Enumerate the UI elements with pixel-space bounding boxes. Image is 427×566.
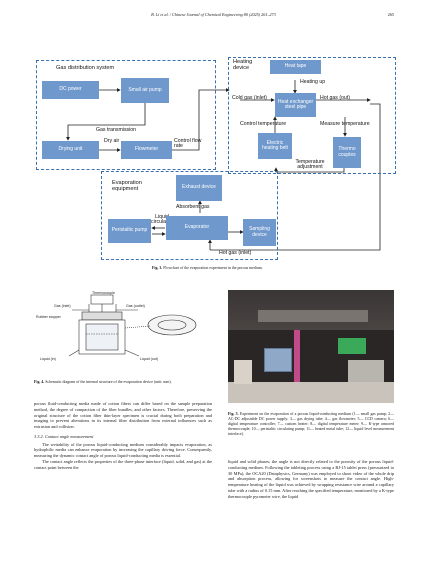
left-column: porous fluid-conducting media made of co… <box>34 401 212 470</box>
measure-temperature-label: Measure temperature <box>320 121 370 127</box>
heating-up-label: Heating up <box>300 79 326 85</box>
figure-5-photo <box>228 290 394 403</box>
gas-transmission-label: Gas transmission <box>96 127 137 133</box>
figure-4-caption: Fig. 4. Schematic diagram of the interna… <box>34 380 212 385</box>
liquid-circulation-label: Liquid circulation <box>151 214 175 226</box>
cold-gas-inlet-label: Cold gas (inlet) <box>232 95 267 101</box>
drying-unit-node: Drying unit <box>42 141 99 159</box>
flowmeter-node: Flowmeter <box>121 141 172 159</box>
left-paragraph-1: porous fluid-conducting media made of co… <box>34 401 212 430</box>
evaporation-equipment-box <box>101 171 278 260</box>
liquid-in-label: Liquid (in) <box>40 357 56 361</box>
left-paragraph-2: The wettability of the porous liquid-con… <box>34 441 212 459</box>
heating-device-title: Heating device <box>233 59 253 71</box>
rubber-stopper-label: Rubber stopper <box>36 315 62 319</box>
hot-gas-inlet-label: Hot gas (inlet) <box>219 250 252 256</box>
heating-device-box <box>228 57 396 174</box>
exhaust-device-node: Exhaust device <box>176 175 222 201</box>
dry-air-label: Dry air <box>104 138 120 144</box>
dc-power-node: DC power <box>42 81 99 99</box>
left-paragraph-3: The contact angle reflects the propertie… <box>34 458 212 470</box>
thermocouple-label: Thermocouple <box>92 291 115 295</box>
figure-4-caption-text: Schematic diagram of the internal struct… <box>45 380 172 384</box>
section-heading: 3.3.2. Contact angle measurement <box>34 433 94 439</box>
figure-5-caption-label: Fig. 5. <box>228 412 239 416</box>
right-paragraph-1: liquid and solid phases; the angle is no… <box>228 459 394 499</box>
hot-gas-out-label: Hot gas (out) <box>320 95 350 101</box>
photo-device-left <box>234 360 252 384</box>
heat-exchanger-node: Heat exchanger steel pipe <box>275 93 316 117</box>
heat-tape-node: Heat tape <box>270 60 321 74</box>
figure-5-caption: Fig. 5. Experiment on the evaporation of… <box>228 412 394 436</box>
photo-green-light <box>338 338 366 354</box>
figure-5-caption-text: Experiment on the evaporation of a porou… <box>228 412 394 436</box>
gas-system-title: Gas distribution system <box>56 65 115 71</box>
sampling-device-node: Sampling device <box>243 219 276 246</box>
evaporation-equipment-title: Evaporation equipment <box>112 180 142 192</box>
figure-4-caption-label: Fig. 4. <box>34 380 45 384</box>
figure-3-caption-label: Fig. 3. <box>152 266 163 270</box>
small-air-pump-node: Small air pump <box>121 78 169 103</box>
gas-distribution-system-box <box>36 60 216 170</box>
photo-bench <box>228 382 394 403</box>
gas-outlet-label: Gas (outlet) <box>126 304 145 308</box>
right-column: liquid and solid phases; the angle is no… <box>228 459 394 499</box>
figure-3-caption-text: Flowchart of the evaporation experiment … <box>163 266 263 270</box>
peristaltic-pump-node: Peristaltic pump <box>108 219 151 243</box>
photo-shelf <box>258 310 368 322</box>
absorbent-gas-label: Absorbent gas <box>176 204 210 210</box>
evaporation-device-schematic: Thermocouple Gas (inlet) Gas (outlet) Ru… <box>36 291 197 361</box>
photo-pink-tube <box>294 330 300 382</box>
photo-controller <box>264 348 292 372</box>
liquid-out-label: Liquid (out) <box>140 357 158 361</box>
page-number: 265 <box>387 12 394 17</box>
evaporator-node: Evaporator <box>166 216 228 240</box>
electric-heating-belt-node: Electric heating belt <box>258 133 292 159</box>
gas-inlet-label: Gas (inlet) <box>54 304 71 308</box>
figure-3-caption: Fig. 3. Flowchart of the evaporation exp… <box>152 266 263 271</box>
control-flow-rate-label: Control flow rate <box>174 138 202 150</box>
control-temperature-label: Control temperature <box>240 121 287 127</box>
thermocouples-node: Thermo couples <box>333 137 361 168</box>
running-title: B. Li et al. / Chinese Journal of Chemic… <box>151 12 276 17</box>
temperature-adjustment-label: Temperature adjustment <box>295 159 325 171</box>
page-header: B. Li et al. / Chinese Journal of Chemic… <box>0 10 427 20</box>
